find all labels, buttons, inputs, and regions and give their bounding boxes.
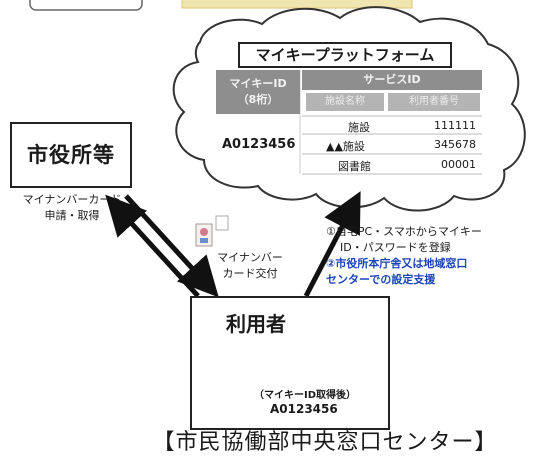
- card-issue-label: マイナンバー カード交付: [210, 250, 290, 282]
- step-1-text: ①自宅PC・スマホからマイキー ID・パスワードを登録: [326, 224, 536, 256]
- after-key-id-value: A0123456: [270, 402, 338, 416]
- step-1-line2: ID・パスワードを登録: [340, 241, 451, 254]
- platform-title: マイキープラットフォーム: [238, 42, 452, 68]
- step-1-line1: ①自宅PC・スマホからマイキー: [326, 225, 482, 238]
- header-user-number: 利用者番号: [388, 93, 480, 111]
- header-key-id-label: マイキーID: [229, 77, 287, 90]
- arrow-user-to-platform: [303, 191, 361, 298]
- step-2-line2: センターでの設定支援: [326, 273, 436, 286]
- key-id-value: A0123456: [222, 137, 296, 152]
- top-banner: [181, 0, 413, 9]
- user-label: 利用者: [226, 312, 286, 336]
- card-apply-line1: マイナンバーカード: [22, 193, 122, 206]
- facility-name-1: 施設: [348, 121, 370, 134]
- header-facility-name: 施設名称: [306, 93, 384, 111]
- after-key-id-label: （マイキーID取得後）: [254, 390, 357, 401]
- top-box-left: [29, 0, 143, 11]
- header-service-id: サービスID: [302, 70, 482, 90]
- step-2-text: ②市役所本庁舎又は地域窓口 センターでの設定支援: [326, 256, 538, 288]
- center-name: 【市民協働部中央窓口センター】: [152, 430, 498, 455]
- facility-name-2: ▲▲施設: [326, 140, 365, 153]
- user-number-3: 00001: [441, 158, 476, 171]
- card-apply-line2: 申請・取得: [44, 209, 100, 222]
- user-number-1: 111111: [434, 119, 476, 132]
- header-key-id: マイキーID （8桁）: [216, 70, 300, 114]
- step-2-line1: ②市役所本庁舎又は地域窓口: [326, 257, 468, 270]
- card-apply-label: マイナンバーカード 申請・取得: [4, 192, 140, 224]
- card-illustration: [195, 215, 229, 247]
- header-key-id-sub: （8桁）: [237, 93, 279, 106]
- card-issue-line1: マイナンバー: [217, 251, 283, 264]
- arrow-user-to-office: [105, 194, 200, 298]
- city-office-box: 市役所等: [10, 122, 132, 188]
- facility-name-3: 図書館: [338, 160, 371, 173]
- card-issue-line2: カード交付: [222, 267, 278, 280]
- user-number-2: 345678: [434, 138, 476, 151]
- user-box: [190, 296, 390, 430]
